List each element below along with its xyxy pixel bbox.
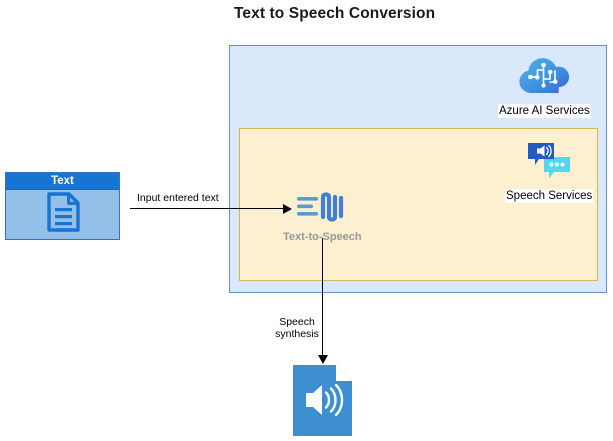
- speech-output-node[interactable]: [293, 365, 353, 441]
- text-to-speech-node[interactable]: Text-to-Speech: [283, 191, 362, 244]
- speech-bubbles-icon: [526, 140, 572, 187]
- azure-ai-services-label: Azure AI Services: [498, 104, 591, 118]
- text-source-node[interactable]: Text: [5, 172, 120, 240]
- text-to-speech-label: Text-to-Speech: [283, 231, 362, 243]
- azure-cloud-circuit-icon: [518, 55, 570, 102]
- document-icon: [43, 191, 83, 238]
- speech-services-label: Speech Services: [505, 189, 594, 203]
- connector-text-to-tts: [130, 208, 283, 210]
- edge-label-synthesis: Speech synthesis: [272, 316, 322, 340]
- azure-ai-services-node[interactable]: Azure AI Services: [498, 55, 591, 118]
- connector-tts-to-output: [322, 238, 324, 358]
- page-title: Text to Speech Conversion: [234, 5, 436, 22]
- text-to-speech-waveform-icon: [296, 191, 348, 228]
- text-source-body: [6, 190, 119, 239]
- connector-text-to-tts-arrowhead: [283, 203, 292, 214]
- edge-label-input: Input entered text: [135, 192, 221, 204]
- text-source-header: Text: [6, 173, 119, 190]
- speech-document-icon: [293, 365, 353, 440]
- speech-services-node[interactable]: Speech Services: [505, 140, 594, 203]
- connector-tts-to-output-arrowhead: [317, 355, 328, 364]
